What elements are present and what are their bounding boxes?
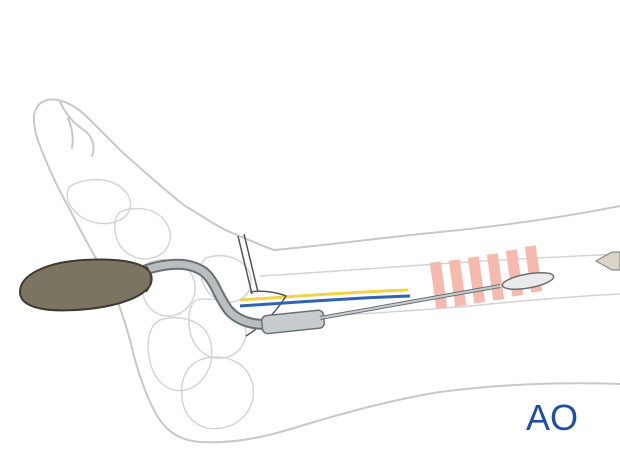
foot-bone bbox=[188, 298, 247, 359]
ao-logo-svg: AO bbox=[526, 397, 578, 437]
marker-tip bbox=[594, 251, 620, 271]
leg-outline bbox=[32, 98, 620, 444]
instrument-handle-icon bbox=[18, 258, 153, 312]
nerve-blue bbox=[239, 294, 411, 308]
incision-mark bbox=[448, 259, 467, 307]
foot-bone bbox=[66, 179, 131, 225]
curved-rod-icon bbox=[139, 258, 555, 335]
nerve-yellow bbox=[239, 288, 409, 302]
heel-bone bbox=[180, 356, 254, 430]
incision-mark bbox=[467, 256, 486, 304]
toe-outline bbox=[67, 117, 74, 149]
foot-bone bbox=[114, 207, 171, 260]
ao-logo-icon: AO bbox=[524, 397, 582, 437]
foot-bone bbox=[147, 317, 213, 392]
incision-mark bbox=[429, 261, 448, 309]
incision-mark bbox=[486, 253, 505, 301]
ao-logo-text: AO bbox=[526, 397, 578, 437]
toe-outline bbox=[59, 101, 95, 157]
